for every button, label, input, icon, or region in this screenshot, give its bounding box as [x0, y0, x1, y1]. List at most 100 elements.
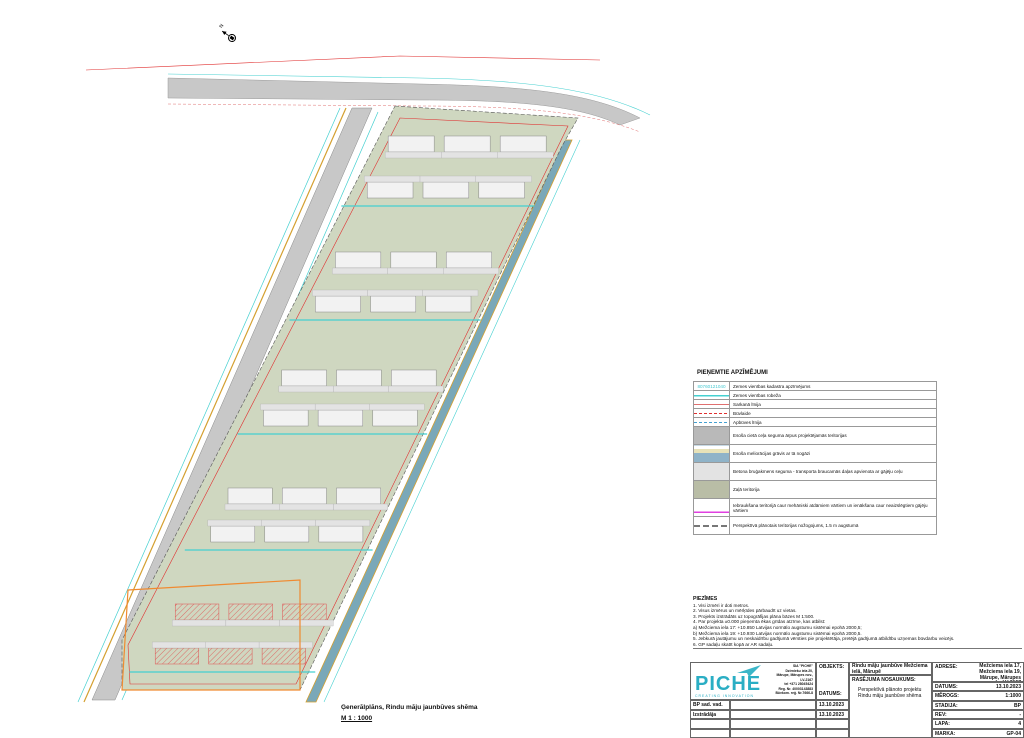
plan-title: Ģenerālplāns, Rindu māju jaunbūves shēma — [341, 704, 478, 711]
legend-symbol — [693, 480, 730, 499]
building-block — [335, 251, 382, 269]
address-label: ADRESE: — [935, 664, 958, 670]
site-plan-drawing: N — [77, 23, 651, 703]
legend-symbol: 80760121040 — [693, 381, 730, 391]
building-block — [263, 409, 309, 427]
signer-name — [730, 700, 816, 710]
right-ditch — [305, 139, 573, 703]
info-value: BP — [1014, 702, 1021, 709]
building-block — [264, 525, 310, 543]
objekts-label: OBJEKTS: DATUMS: — [816, 662, 849, 700]
driveway-paving — [261, 519, 316, 527]
company-line: Mārupe, Mārupes nov., — [776, 673, 814, 677]
legend-label: Zemes vienības robeža — [729, 390, 937, 400]
north-arrow-icon: N — [218, 23, 236, 42]
building-block — [315, 295, 361, 313]
company-line: Būvkom. reģ. Nr.7666-8 — [775, 691, 813, 695]
legend-row: Zaļā teritorija — [693, 480, 937, 499]
signer-role: BP sad. vad. — [690, 700, 730, 710]
legend-label: Iebraukšana teritorijā caur mehāniski at… — [729, 498, 937, 517]
driveway-paving — [419, 175, 476, 183]
legend-symbol — [693, 399, 730, 409]
building-block — [210, 525, 256, 543]
legend-row: Būvlaide — [693, 408, 937, 418]
company-line: SIA "PICHE" — [792, 664, 813, 668]
address-value: Mežciema iela 17, Mežciema iela 19, Māru… — [979, 663, 1021, 681]
objekts-value: Rindu māju jaunbūve Mežciema ielā, Mārup… — [849, 662, 932, 675]
plan-scale: M 1 : 1000 — [341, 715, 373, 722]
info-row: MĒROGS:1:1000 — [932, 691, 1024, 701]
company-line: Dzirnieku iela 20, — [785, 668, 813, 673]
driveway-paving — [388, 385, 444, 393]
building-block — [336, 487, 381, 505]
info-label: REV: — [935, 711, 947, 718]
drawing-name-cell: RASĒJUMA NOSAUKUMS: Perspektīvā plānoto … — [849, 675, 932, 738]
paper-plane-icon — [737, 665, 761, 677]
logo-tagline: CREATING INNOVATION — [695, 694, 755, 698]
legend-row: Apbūves līnija — [693, 417, 937, 427]
legend-symbol — [693, 444, 730, 463]
driveway-paving — [172, 619, 227, 627]
building-block — [425, 295, 472, 313]
legend-label: Zemes vienības kadastra apzīmējums — [729, 381, 937, 391]
legend-label: Betona bruģakmens seguma - transporta br… — [729, 462, 937, 481]
legend-symbol — [693, 417, 730, 427]
legend-row: Sarkanā līnija — [693, 399, 937, 409]
legend-row: Zemes vienības robeža — [693, 390, 937, 400]
legend-symbol — [693, 408, 730, 418]
info-value: 1:1000 — [1005, 693, 1021, 700]
driveway-paving — [315, 519, 371, 527]
title-block: PICHE CREATING INNOVATION SIA "PICHE"Dzi… — [690, 662, 1024, 738]
driveway-paving — [387, 267, 444, 275]
signer-name — [730, 719, 816, 729]
building-block — [174, 603, 220, 621]
info-value: - — [1019, 711, 1021, 718]
cadastre-code: 80760121040 — [697, 383, 726, 389]
driveway-paving — [332, 267, 388, 275]
building-block — [154, 647, 199, 665]
notes: PIEZĪMES 1. Visi izmēri ir doti metros.2… — [693, 596, 1022, 650]
driveway-paving — [422, 289, 479, 297]
building-block — [228, 603, 273, 621]
building-block — [499, 135, 547, 153]
driveway-paving — [260, 403, 316, 411]
driveway-paving — [279, 619, 334, 627]
driveway-paving — [369, 403, 425, 411]
objekts-label-text: OBJEKTS: — [819, 664, 845, 670]
legend-title: PIEŅEMTIE APZĪMĒJUMI — [697, 370, 768, 376]
notes-title: PIEZĪMES — [693, 596, 718, 602]
building-block — [422, 181, 470, 199]
building-block — [282, 487, 327, 505]
left-road — [91, 107, 373, 701]
driveway-paving — [385, 151, 442, 159]
driveway-paving — [333, 385, 389, 393]
legend-row: Esoša meliorācijas grāvis ar tā nogāzi — [693, 444, 937, 463]
info-label: STADIJA: — [935, 702, 958, 709]
building-block — [208, 647, 253, 665]
legend-label: Apbūves līnija — [729, 417, 937, 427]
address-cell: ADRESE: Mežciema iela 17, Mežciema iela … — [932, 662, 1024, 682]
building-block — [261, 647, 306, 665]
building-block — [317, 409, 364, 427]
building-block — [281, 369, 327, 387]
driveway-paving — [207, 519, 262, 527]
note-line: 2. Visus izmērus un mērķīdes pārbaudīt u… — [693, 608, 797, 614]
legend-row: Esoša cietā ceļa seguma ārpus projektēja… — [693, 426, 937, 445]
driveway-paving — [497, 151, 554, 159]
legend-symbol — [693, 390, 730, 400]
info-row: STADIJA: BP — [932, 700, 1024, 711]
building-block — [391, 369, 437, 387]
company-cell: PICHE CREATING INNOVATION SIA "PICHE"Dzi… — [690, 662, 816, 700]
signer-role — [690, 728, 730, 738]
driveway-paving — [367, 289, 423, 297]
info-row: REV: - — [932, 709, 1024, 720]
building-block — [478, 181, 525, 199]
legend-label: Esoša meliorācijas grāvis ar tā nogāzi — [729, 444, 937, 463]
legend-label: Zaļā teritorija — [729, 480, 937, 499]
signer-date — [816, 719, 849, 729]
note-line: a) Mežciema iela 17: +10.850 Latvijas no… — [693, 624, 862, 630]
building-block — [390, 251, 437, 269]
driveway-paving — [152, 641, 206, 649]
signer-date: 13.10.2023 — [816, 700, 849, 710]
